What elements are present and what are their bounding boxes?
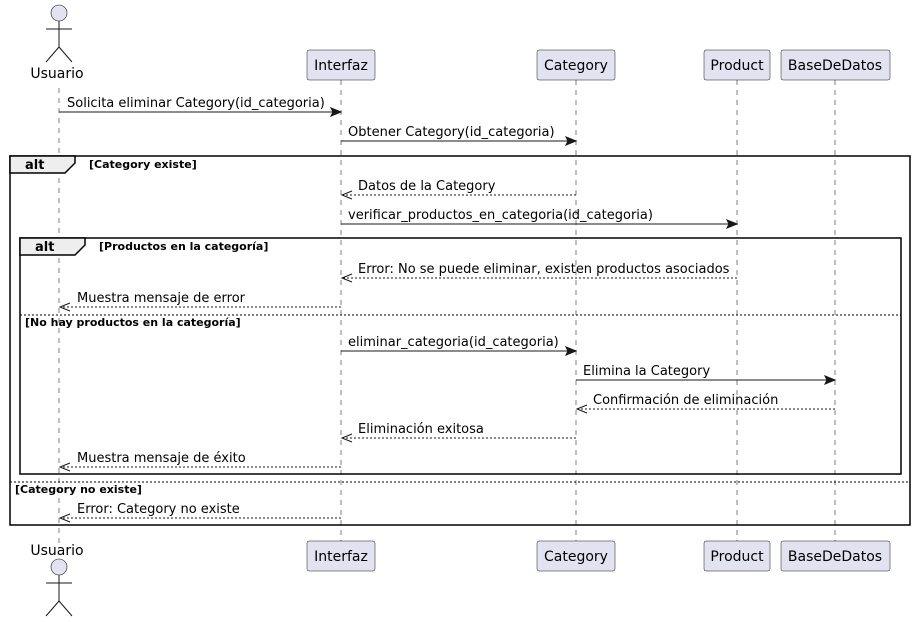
message-label: Muestra mensaje de éxito xyxy=(77,451,246,466)
participant-label-product: Product xyxy=(710,549,764,565)
participant-box xyxy=(536,540,616,572)
arrow-head xyxy=(575,404,588,414)
message-label: Eliminación exitosa xyxy=(358,422,484,437)
message-1: Solicita eliminar Category(id_categoria) xyxy=(59,96,343,117)
fragment-frame xyxy=(9,155,911,526)
arrow-head xyxy=(329,107,343,117)
participant-label-product: Product xyxy=(710,58,764,74)
message-label: eliminar_categoria(id_categoria) xyxy=(348,335,559,350)
fragment-else-guard: [Category no existe] xyxy=(15,483,142,496)
actor-right-leg xyxy=(58,46,73,63)
message-label: Error: Category no existe xyxy=(77,502,240,517)
participant-interfaz-top: Interfaz xyxy=(306,49,376,81)
fragment-guard: [Productos en la categoría] xyxy=(99,240,268,253)
fragment-else-guard: [No hay productos en la categoría] xyxy=(25,316,241,329)
participant-box xyxy=(703,540,771,572)
message-11: Muestra mensaje de éxito xyxy=(58,451,341,472)
participant-label-interfaz: Interfaz xyxy=(314,549,368,565)
message-6: Muestra mensaje de error xyxy=(58,291,341,312)
actor-right-leg xyxy=(58,600,73,617)
participant-box xyxy=(536,49,616,81)
participant-category-top: Category xyxy=(536,49,616,81)
arrow-head xyxy=(340,433,353,443)
message-label: Elimina la Category xyxy=(583,364,710,379)
message-9: Confirmación de eliminación xyxy=(575,393,835,414)
message-label: Solicita eliminar Category(id_categoria) xyxy=(67,96,325,111)
message-8: Elimina la Category xyxy=(576,364,837,385)
fragment-guard: [Category existe] xyxy=(89,158,197,171)
fragment-tab xyxy=(9,155,76,174)
arrow-head xyxy=(564,346,578,356)
message-10: Eliminación exitosa xyxy=(340,422,576,443)
arrow-head xyxy=(340,190,353,200)
fragment-tab xyxy=(19,237,86,256)
participant-label-category: Category xyxy=(544,549,608,565)
participant-label-basededatos: BaseDeDatos xyxy=(788,58,882,74)
message-5: Error: No se puede eliminar, existen pro… xyxy=(340,262,737,283)
actor-head xyxy=(50,558,68,576)
arrow-head xyxy=(564,136,578,146)
message-label: Obtener Category(id_categoria) xyxy=(348,125,555,140)
arrow-head xyxy=(725,219,739,229)
fragment-frame xyxy=(19,237,902,475)
message-label: Datos de la Category xyxy=(358,179,496,194)
participant-label-interfaz: Interfaz xyxy=(314,58,368,74)
message-3: Datos de la Category xyxy=(340,179,576,200)
participant-box xyxy=(780,540,891,572)
message-label: verificar_productos_en_categoria(id_cate… xyxy=(348,208,653,223)
actor-left-leg xyxy=(45,600,60,617)
participant-label-category: Category xyxy=(544,58,608,74)
arrow-head xyxy=(58,462,71,472)
message-2: Obtener Category(id_categoria) xyxy=(341,125,578,146)
participant-basededatos-top: BaseDeDatos xyxy=(780,49,891,81)
arrow-head xyxy=(58,513,71,523)
participant-box xyxy=(306,49,376,81)
message-label: Muestra mensaje de error xyxy=(77,291,246,306)
arrow-head xyxy=(58,302,71,312)
participant-box xyxy=(703,49,771,81)
participant-product-bottom: Product xyxy=(703,540,771,572)
message-12: Error: Category no existe xyxy=(58,502,341,523)
participant-box xyxy=(780,49,891,81)
alt-fragment-inner: alt [Productos en la categoría] [No hay … xyxy=(19,237,902,475)
actor-head xyxy=(50,4,68,22)
participant-label-basededatos: BaseDeDatos xyxy=(788,549,882,565)
actor-left-leg xyxy=(45,46,60,63)
arrow-head xyxy=(340,273,353,283)
participant-box xyxy=(306,540,376,572)
message-4: verificar_productos_en_categoria(id_cate… xyxy=(341,208,739,229)
participant-product-top: Product xyxy=(703,49,771,81)
fragment-keyword: alt xyxy=(35,240,54,255)
actor-usuario-bottom: Usuario xyxy=(30,543,84,617)
participant-basededatos-bottom: BaseDeDatos xyxy=(780,540,891,572)
participant-interfaz-bottom: Interfaz xyxy=(306,540,376,572)
message-label: Error: No se puede eliminar, existen pro… xyxy=(358,262,730,277)
fragment-keyword: alt xyxy=(25,158,44,173)
participant-category-bottom: Category xyxy=(536,540,616,572)
message-label: Confirmación de eliminación xyxy=(593,393,778,408)
message-7: eliminar_categoria(id_categoria) xyxy=(341,335,578,356)
participant-label-usuario: Usuario xyxy=(30,66,83,82)
actor-usuario-top: Usuario xyxy=(30,4,84,82)
arrow-head xyxy=(823,375,837,385)
alt-fragment-outer: alt [Category existe] [Category no exist… xyxy=(9,155,911,526)
participant-label-usuario: Usuario xyxy=(30,543,83,559)
